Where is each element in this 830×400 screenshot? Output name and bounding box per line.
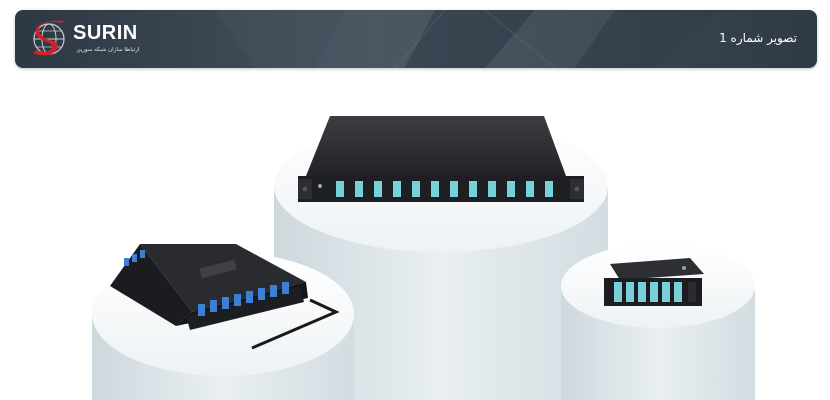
fiber-module [604, 258, 704, 306]
fiber-cassette-tray [110, 244, 340, 350]
surin-logo-mark-icon [33, 20, 65, 56]
header-background-pattern [215, 10, 715, 68]
logo-name: SURIN [73, 22, 138, 44]
rack-mount-enclosure [298, 116, 584, 202]
surin-logo[interactable]: SURIN ارتباطا سازان شبکه سورین [27, 17, 139, 61]
page-title: تصویر شماره 1 [719, 31, 797, 45]
product-image [92, 116, 755, 400]
logo-subtitle: ارتباطا سازان شبکه سورین [76, 47, 140, 53]
header-banner: SURIN ارتباطا سازان شبکه سورین تصویر شما… [15, 10, 817, 68]
